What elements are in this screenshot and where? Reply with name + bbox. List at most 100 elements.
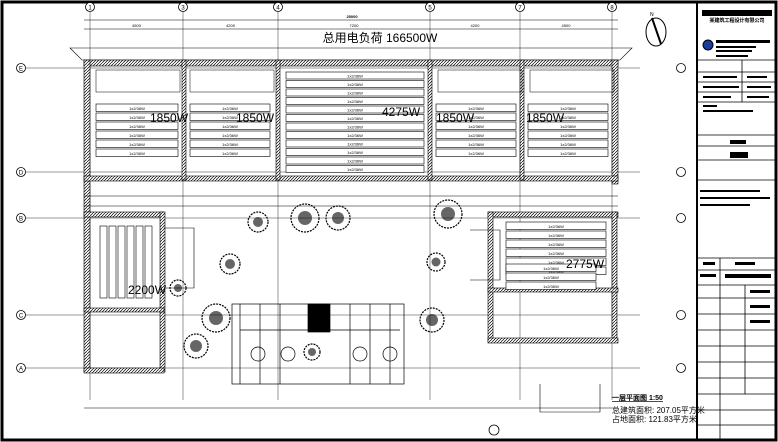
axis-label: E <box>19 67 23 73</box>
stairs <box>164 227 501 289</box>
axis-bubble <box>16 310 26 320</box>
room-load-4: 1850W <box>436 111 475 125</box>
tree-canopy <box>209 311 223 325</box>
axis-bubble <box>85 2 95 12</box>
fixture-label: 1x2/36W <box>129 115 145 120</box>
tree-canopy <box>308 348 316 356</box>
light-fixture <box>505 248 607 257</box>
fixture-label: 1x2/36W <box>560 151 576 156</box>
light-fixture <box>95 139 179 148</box>
fixture-label: 1x2/36W <box>222 106 238 111</box>
tree-canopy <box>426 314 438 326</box>
utility-cabinet <box>529 69 615 93</box>
fixture-label: 1x2/36W <box>560 133 576 138</box>
fixture-label: 1x2/36W <box>548 224 564 229</box>
light-fixture <box>527 130 609 139</box>
light-fixture-vertical <box>99 225 108 299</box>
tree-canopy <box>253 217 263 227</box>
fixture-label: 1x2/36W <box>468 106 484 111</box>
light-fixture <box>435 139 517 148</box>
light-fixture <box>285 139 425 148</box>
light-fixture <box>285 88 425 97</box>
room-load-7: 2775W <box>566 257 605 271</box>
fixture-label: 1x2/36W <box>347 74 363 79</box>
title-block-text <box>703 110 753 112</box>
title-block-text <box>747 96 769 98</box>
tree-canopy <box>441 207 455 221</box>
room-load-6: 2200W <box>128 283 167 297</box>
title-block-text <box>703 262 715 265</box>
utility-cabinet <box>189 69 275 93</box>
fixture-label: 1x2/36W <box>548 251 564 256</box>
fixture-label: 1x2/36W <box>560 124 576 129</box>
axis-bubble <box>16 63 26 73</box>
title-block-text-blocks <box>700 10 772 323</box>
fixture-label: 1x2/36W <box>347 99 363 104</box>
fixture-label: 1x2/36W <box>347 159 363 164</box>
title-block-text <box>747 76 767 78</box>
axis-bubble <box>16 363 26 373</box>
title-block-text <box>700 197 770 199</box>
title-block-text <box>700 190 760 192</box>
tree-canopy <box>190 340 202 352</box>
utility-cabinet <box>437 69 523 93</box>
light-fixture-vertical <box>117 225 126 299</box>
light-fixture <box>189 121 271 130</box>
svg-text:N: N <box>650 12 654 18</box>
title-block-text <box>730 140 746 144</box>
axis-label: 7 <box>518 6 522 12</box>
fixture-label: 1x2/36W <box>468 133 484 138</box>
fixture-label: 1x2/36W <box>129 142 145 147</box>
tree-icon <box>201 303 231 333</box>
title-block-text <box>703 86 739 88</box>
dimension-total: 25000 <box>346 14 358 19</box>
axis-label: D <box>19 171 24 177</box>
fixture-label: 1x2/36W <box>347 91 363 96</box>
fixture-label: 1x2/36W <box>347 82 363 87</box>
light-fixture <box>285 122 425 131</box>
light-fixture <box>435 148 517 157</box>
total-load-title: 总用电负荷 166500W <box>323 31 438 45</box>
title-block-text <box>716 50 752 52</box>
dimension-label: 7200 <box>350 23 360 28</box>
axis-bubble <box>676 310 686 320</box>
fixture-label: 1x2/36W <box>347 125 363 130</box>
light-fixture <box>435 103 517 112</box>
dimension-label: 4200 <box>226 23 236 28</box>
light-fixture <box>505 272 597 281</box>
dimension-label: 4200 <box>471 23 481 28</box>
title-block-text <box>725 274 771 278</box>
fixture-label: 1x2/36W <box>468 142 484 147</box>
fixture-label: 1x2/36W <box>548 233 564 238</box>
tree-icon <box>419 307 445 333</box>
title-block-text <box>703 105 717 107</box>
light-fixture-vertical <box>144 225 153 299</box>
fixture-label: 1x2/36W <box>560 106 576 111</box>
fixture-label: 1x2/36W <box>347 150 363 155</box>
title-block-text <box>703 76 737 78</box>
fixture-label: 1x2/36W <box>347 142 363 147</box>
tree-canopy <box>225 259 235 269</box>
tree-canopy <box>332 212 344 224</box>
fixture-label: 1x2/36W <box>222 115 238 120</box>
title-block-text <box>716 55 748 57</box>
light-fixture <box>285 131 425 139</box>
title-block-text <box>700 274 716 277</box>
fixture-label: 1x2/36W <box>468 151 484 156</box>
fixture-label: 1x2/36W <box>222 151 238 156</box>
axis-label: 3 <box>181 6 185 12</box>
axis-bubble <box>676 213 686 223</box>
entrance-steps <box>539 384 601 413</box>
title-block-text <box>735 262 755 265</box>
fixture-label: 1x2/36W <box>543 275 559 280</box>
light-fixture <box>285 148 425 156</box>
tree-icon <box>325 205 351 231</box>
fixture-label: 1x2/36W <box>129 133 145 138</box>
axis-label: 8 <box>610 6 614 12</box>
fixture-label: 1x2/36W <box>548 242 564 247</box>
light-fixture <box>435 112 517 121</box>
light-fixture <box>189 112 271 121</box>
footprint-area-note: 占地面积: 121.83平方米 <box>612 414 697 424</box>
title-block-text <box>750 290 770 293</box>
